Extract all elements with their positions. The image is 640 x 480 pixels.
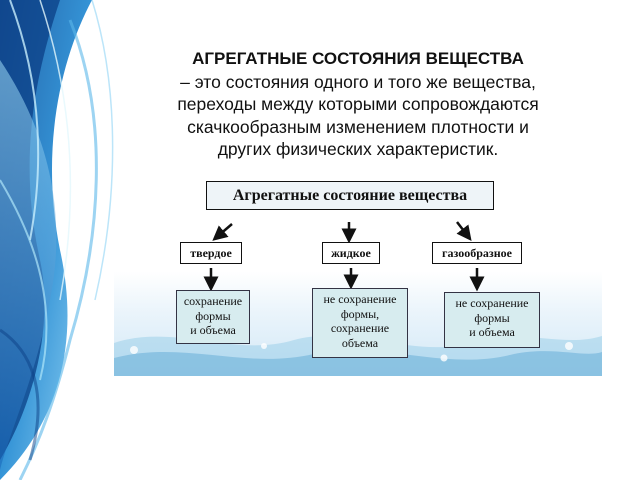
desc-solid-line-1: сохранение	[183, 294, 243, 308]
state-liquid: жидкое	[322, 242, 380, 264]
state-gas: газообразное	[432, 242, 522, 264]
arrow-to-gas	[456, 221, 472, 241]
heading-line-4: других физических характеристик.	[217, 139, 499, 159]
heading-term: АГРЕГАТНЫЕ СОСТОЯНИЯ ВЕЩЕСТВА	[192, 49, 524, 68]
desc-liquid-line-3: сохранение	[330, 321, 390, 335]
desc-gas: не сохранение формы и объема	[444, 292, 540, 348]
arrow-to-solid	[212, 223, 233, 241]
desc-gas-line-2: формы	[474, 310, 510, 325]
diagram-title: Агрегатные состояние вещества	[206, 181, 494, 210]
desc-gas-line-3: и объема	[469, 325, 515, 339]
heading-line-2: переходы между которыми сопровождаются	[177, 94, 539, 114]
desc-liquid-line-4: объема	[341, 335, 379, 350]
desc-liquid-line-2: формы,	[340, 306, 380, 321]
heading: АГРЕГАТНЫЕ СОСТОЯНИЯ ВЕЩЕСТВА – это сост…	[114, 48, 602, 161]
content-panel: АГРЕГАТНЫЕ СОСТОЯНИЯ ВЕЩЕСТВА – это сост…	[114, 28, 602, 376]
desc-gas-line-1: не сохранение	[455, 296, 529, 310]
desc-liquid-line-1: не сохранение	[323, 292, 397, 306]
desc-liquid: не сохранение формы, сохранение объема	[312, 288, 408, 358]
desc-solid: сохранение формы и объема	[176, 290, 250, 344]
heading-line-1: – это состояния одного и того же веществ…	[180, 71, 536, 92]
desc-solid-line-3: и объема	[190, 323, 236, 337]
state-solid: твердое	[180, 242, 242, 264]
diagram-arrows	[203, 221, 485, 292]
heading-line-3: скачкообразным изменением плотности и	[187, 116, 529, 137]
desc-solid-line-2: формы	[195, 308, 231, 323]
